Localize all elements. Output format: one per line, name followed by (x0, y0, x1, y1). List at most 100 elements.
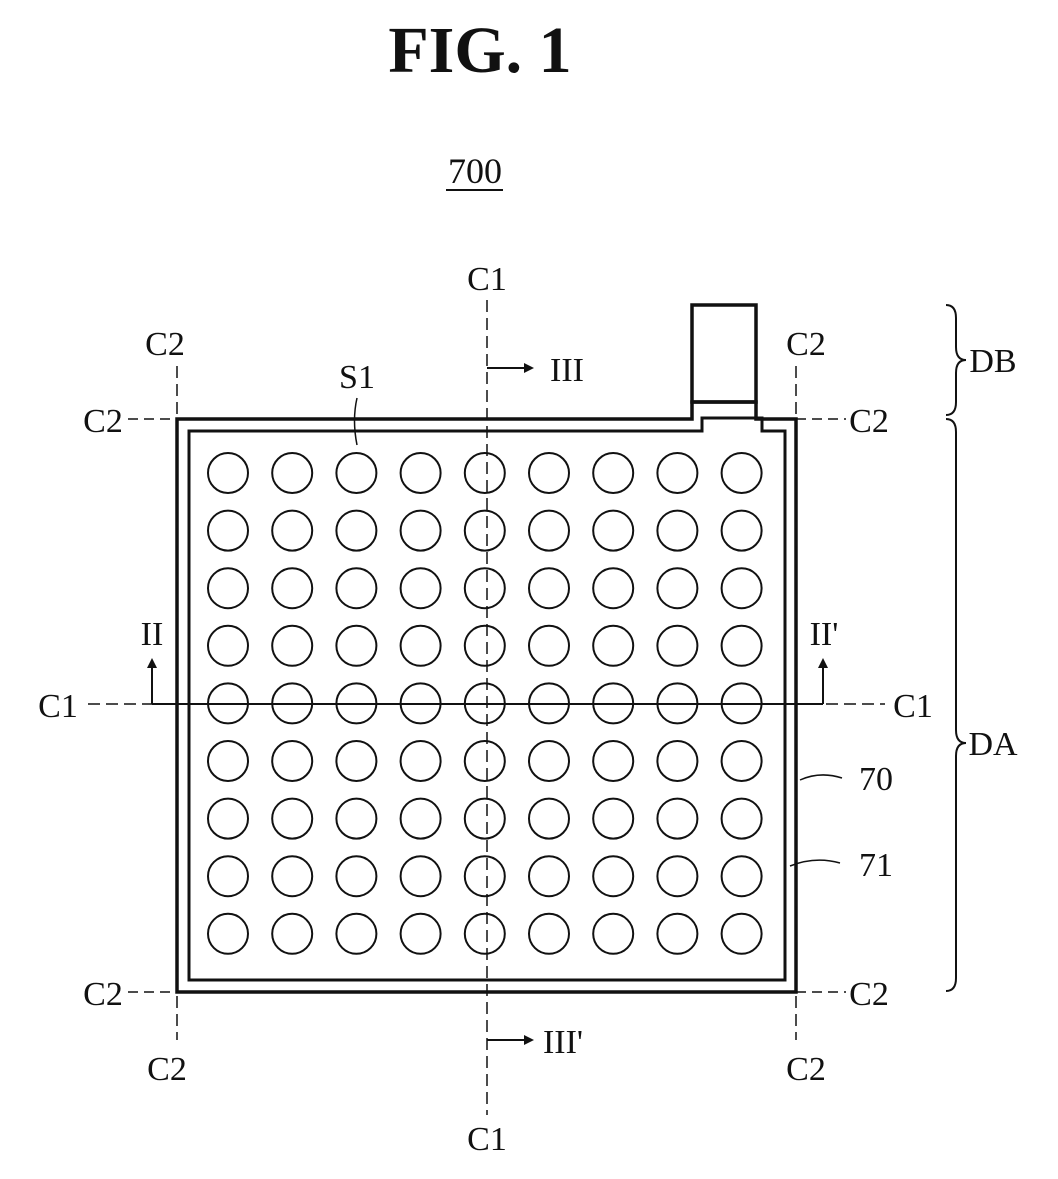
cell-circle (208, 453, 248, 493)
label-c2-top-left: C2 (145, 326, 185, 363)
label-c1-right: C1 (893, 688, 933, 725)
cell-circle (657, 741, 697, 781)
cell-circle (208, 799, 248, 839)
cell-circle (722, 741, 762, 781)
cell-circle (593, 741, 633, 781)
cell-circle (272, 568, 312, 608)
label-c2-right-top: C2 (849, 403, 889, 440)
cell-circle (401, 511, 441, 551)
cell-circle (401, 856, 441, 896)
label-c1-top: C1 (467, 261, 507, 298)
label-outer-layer: 70 (859, 761, 893, 798)
cell-circle (657, 626, 697, 666)
cell-circle (465, 568, 505, 608)
cell-circle (465, 799, 505, 839)
cell-circle (208, 568, 248, 608)
cell-circle (336, 568, 376, 608)
brace-da (946, 419, 966, 991)
cell-circle (465, 626, 505, 666)
cell-circle (336, 511, 376, 551)
cell-circle (593, 568, 633, 608)
cell-circle (208, 914, 248, 954)
cell-circle (336, 914, 376, 954)
cell-circle (657, 914, 697, 954)
cell-circle (401, 568, 441, 608)
cell-circle (272, 511, 312, 551)
cell-circle (722, 799, 762, 839)
label-c2-left-bottom: C2 (83, 976, 123, 1013)
cell-circle (208, 626, 248, 666)
cell-circle (722, 626, 762, 666)
label-c2-right-bottom: C2 (849, 976, 889, 1013)
label-c1-left: C1 (38, 688, 78, 725)
cell-circle (465, 741, 505, 781)
cell-circle (208, 511, 248, 551)
label-s1: S1 (339, 359, 375, 396)
cell-circle (657, 799, 697, 839)
cell-circle (657, 511, 697, 551)
cell-circle (593, 626, 633, 666)
terminal-tab (692, 305, 756, 402)
label-section-iii-prime: III' (543, 1024, 583, 1061)
cell-circle (272, 856, 312, 896)
cell-circle (722, 568, 762, 608)
cell-circle (529, 741, 569, 781)
label-inner-layer: 71 (859, 847, 893, 884)
s1-leader-line (355, 398, 358, 445)
label-c2-top-right: C2 (786, 326, 826, 363)
cell-circle (336, 741, 376, 781)
cell-circle (272, 914, 312, 954)
cell-circle (593, 511, 633, 551)
cell-circle (401, 799, 441, 839)
cell-circle (272, 799, 312, 839)
label-section-ii-prime: II' (810, 616, 839, 653)
cell-circle (657, 568, 697, 608)
cell-circle (593, 914, 633, 954)
cell-circle (465, 914, 505, 954)
cell-circle (401, 626, 441, 666)
cell-circle (529, 914, 569, 954)
cell-circle (336, 626, 376, 666)
label-c1-bottom: C1 (467, 1121, 507, 1158)
cell-circle (336, 856, 376, 896)
label-c2-bottom-right: C2 (786, 1051, 826, 1088)
cell-circle (272, 453, 312, 493)
label-c2-bottom-left: C2 (147, 1051, 187, 1088)
brace-db (946, 305, 966, 415)
cell-circle (657, 856, 697, 896)
cell-circle (529, 856, 569, 896)
cell-circle (272, 741, 312, 781)
cell-circle (529, 511, 569, 551)
label-region-da: DA (968, 726, 1018, 763)
cell-circle (465, 511, 505, 551)
label-section-ii: II (141, 616, 164, 653)
cell-circle (529, 626, 569, 666)
cell-circle (722, 914, 762, 954)
cell-circle (529, 568, 569, 608)
cell-circle (593, 856, 633, 896)
cell-circle (401, 914, 441, 954)
cell-circle (529, 799, 569, 839)
cell-circle (401, 741, 441, 781)
cell-circle (465, 453, 505, 493)
label-section-iii: III (550, 352, 584, 389)
cell-circle (529, 453, 569, 493)
cell-circle (208, 856, 248, 896)
outer-layer-leader-line (800, 775, 842, 780)
label-c2-left-top: C2 (83, 403, 123, 440)
cell-circle (336, 453, 376, 493)
cell-circle (593, 799, 633, 839)
cell-circle (657, 453, 697, 493)
cell-circle (722, 453, 762, 493)
label-region-db: DB (969, 343, 1016, 380)
figure-title: FIG. 1 (388, 14, 571, 87)
cell-circle (272, 626, 312, 666)
reference-number: 700 (448, 151, 502, 191)
cell-circle (722, 856, 762, 896)
cell-circle (401, 453, 441, 493)
cell-circle (722, 511, 762, 551)
cell-circle (593, 453, 633, 493)
cell-circle (208, 741, 248, 781)
cell-circle (465, 856, 505, 896)
